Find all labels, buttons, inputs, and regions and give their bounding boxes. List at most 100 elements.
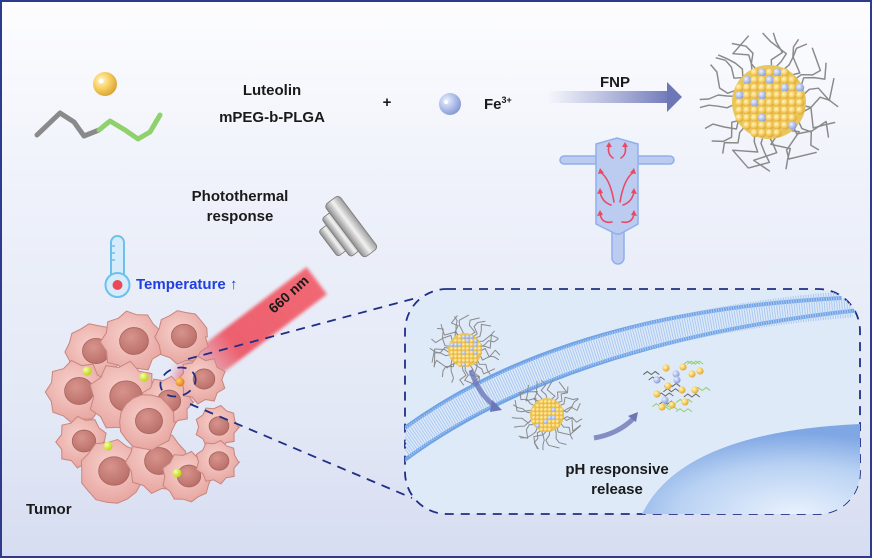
mpeg-plga-chain-icon: [34, 110, 163, 142]
polymer-chain: [710, 64, 739, 95]
polymer-chain: [781, 43, 808, 72]
polymer-chain: [429, 347, 450, 354]
nanoparticle-dot: [172, 468, 182, 478]
plus-sign: +: [382, 94, 392, 111]
iron-base: Fe: [484, 96, 502, 113]
polymer-chain: [533, 428, 544, 450]
polymer-chain: [459, 364, 467, 386]
laser-device-icon: [319, 196, 378, 258]
polymer-chain: [752, 134, 778, 172]
cell-nucleus: [208, 416, 230, 436]
polymer-chain: [799, 62, 827, 90]
polymer-chain: [731, 132, 759, 169]
polymer-chain: [732, 35, 754, 74]
photothermal-label-line2: response: [206, 208, 274, 225]
polymer-chain: [561, 398, 579, 413]
release-label-line1: pH responsive: [565, 461, 669, 478]
polymer-chain: [721, 125, 747, 154]
temperature-label: Temperature ↑: [136, 276, 237, 295]
polymer-chain: [433, 358, 453, 369]
polymer-chain: [561, 403, 581, 413]
luteolin-label: Luteolin: [242, 82, 302, 99]
temperature-text: Temperature: [136, 276, 226, 293]
cell-nucleus: [98, 456, 130, 486]
polymer-chain: [475, 360, 496, 375]
heated-nanoparticle-dot: [175, 377, 185, 387]
polymer-chain: [801, 96, 839, 109]
temperature-up-arrow-icon: ↑: [229, 276, 238, 293]
polymer-chain: [558, 396, 579, 407]
polymer-chain: [731, 42, 758, 72]
polymer-chain: [561, 416, 582, 432]
polymer-chain: [542, 429, 548, 451]
cell-nucleus: [135, 407, 163, 434]
fnp-nanoparticle-icon: [699, 32, 839, 172]
polymer-chain: [800, 106, 836, 129]
nucleus: [642, 424, 860, 514]
polymer-chain: [793, 47, 822, 81]
release-label-line2: release: [591, 481, 643, 498]
polymer-chain: [479, 338, 499, 348]
luteolin-particle-icon: [93, 72, 117, 96]
polymer-chain: [789, 38, 801, 77]
polymer-chain: [526, 384, 540, 402]
cell-nucleus: [192, 368, 216, 390]
polymer-chain: [704, 116, 740, 130]
released-drug-cluster: [642, 360, 711, 413]
polymer-chain: [556, 426, 573, 440]
polymer-chain: [437, 327, 453, 342]
polymer-chain: [440, 323, 456, 339]
nanoparticle-inside-cell: [511, 379, 583, 451]
cell-nucleus: [64, 377, 94, 405]
polymer-chain: [554, 427, 567, 445]
polymer-fragment: [663, 388, 680, 393]
polymer-chain: [479, 354, 500, 361]
polymer-chain: [785, 129, 817, 160]
polymer-chain: [801, 77, 835, 102]
polymer-chain: [770, 133, 792, 170]
polymer-chain: [748, 134, 771, 169]
nanoparticle-dot: [103, 441, 113, 451]
polymer-chain: [699, 103, 737, 109]
polymer-chain: [717, 54, 744, 82]
polymer-fragment: [642, 370, 660, 376]
polymer-chain: [518, 424, 536, 439]
tumor-cell-cluster: [44, 310, 241, 504]
fnp-label: FNP: [600, 74, 630, 91]
polymer-chain: [535, 381, 544, 401]
iron-charge: 3+: [501, 95, 512, 105]
polymer-fragment: [683, 393, 701, 398]
polymer-chain: [711, 119, 742, 143]
polymer-chain: [514, 399, 533, 413]
cell-nucleus: [208, 451, 230, 471]
polymer-chain: [511, 417, 533, 424]
polymer-chain: [545, 429, 560, 449]
polymer-chain: [468, 317, 480, 336]
polymer-chain: [464, 365, 475, 385]
polymer-chain: [472, 320, 486, 338]
internalization-arrow-icon: [468, 369, 502, 412]
polymer-chain: [450, 362, 458, 383]
cell-detail-panel: [404, 288, 861, 515]
polymer-chain: [450, 315, 461, 336]
polymer-chain: [559, 422, 582, 435]
fnp-process-arrow-icon: [547, 82, 682, 112]
polymer-label: mPEG-b-PLGA: [219, 109, 325, 126]
photothermal-label-line1: Photothermal: [191, 188, 289, 205]
flash-mixer-icon: [559, 137, 675, 265]
nanoparticle-dot: [82, 366, 92, 376]
release-arrow-icon: [593, 412, 638, 441]
cell-nucleus: [71, 429, 97, 453]
polymer-chain: [519, 392, 536, 407]
cell-membrane: [405, 290, 854, 457]
polymer-chain: [431, 348, 451, 363]
polymer-chain: [546, 379, 556, 401]
thermometer-icon: [104, 235, 131, 298]
polymer-chain: [561, 415, 583, 423]
tumor-label: Tumor: [26, 501, 72, 518]
nanoparticle-outside-cell: [429, 314, 501, 386]
polymer-chain: [553, 381, 568, 402]
polymer-chain: [474, 323, 491, 339]
polymer-chain: [715, 56, 747, 79]
